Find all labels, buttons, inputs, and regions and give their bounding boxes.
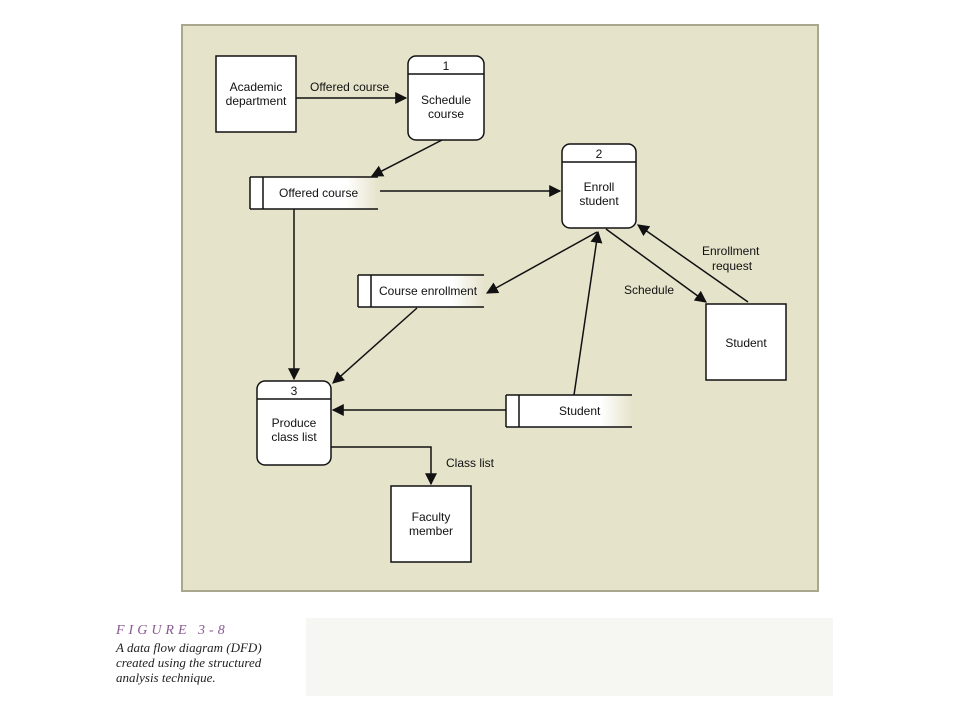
data-store-offered-course: Offered course xyxy=(249,176,378,210)
flow-label-request: request xyxy=(712,259,753,273)
flow-label-schedule: Schedule xyxy=(624,283,674,297)
process-produce-class-list: 3 Produce class list xyxy=(256,380,332,466)
external-entity-academic-department: Academic department xyxy=(215,55,297,133)
process-label-line1: Enroll xyxy=(584,180,615,194)
process-label-line1: Schedule xyxy=(421,93,471,107)
process-number: 3 xyxy=(291,384,298,398)
process-label-line2: course xyxy=(428,107,464,121)
external-entity-faculty-member: Faculty member xyxy=(390,485,472,563)
entity-label-line1: Academic xyxy=(230,80,283,94)
figure-caption: A data flow diagram (DFD) created using … xyxy=(116,640,262,685)
flow-student-to-enroll xyxy=(637,224,749,303)
process-enroll-student: 2 Enroll student xyxy=(561,143,637,229)
process-label-line2: class list xyxy=(271,430,317,444)
flow-label-enrollment: Enrollment xyxy=(702,244,760,258)
data-store-label: Offered course xyxy=(279,186,358,200)
flow-schedule-to-offered-store xyxy=(370,139,443,177)
entity-label-line2: member xyxy=(409,524,453,538)
process-number: 2 xyxy=(596,147,603,161)
external-entity-student: Student xyxy=(705,303,787,381)
process-number: 1 xyxy=(443,59,450,73)
flow-label-class-list: Class list xyxy=(446,456,495,470)
entity-label-line2: department xyxy=(226,94,287,108)
data-store-course-enrollment: Course enrollment xyxy=(357,274,484,308)
flow-label-offered-course: Offered course xyxy=(310,80,389,94)
flow-enroll-to-course-enrollment xyxy=(485,231,598,294)
flow-course-enrollment-to-produce xyxy=(332,307,418,384)
process-label-line1: Produce xyxy=(272,416,317,430)
flow-produce-to-faculty xyxy=(331,446,437,486)
process-label-line2: student xyxy=(579,194,619,208)
data-store-student: Student xyxy=(505,394,632,428)
flow-enroll-to-student xyxy=(605,228,707,303)
entity-label-line1: Faculty xyxy=(412,510,451,524)
flow-student-store-to-enroll xyxy=(573,230,603,396)
entity-label-line1: Student xyxy=(725,336,767,350)
data-store-label: Student xyxy=(559,404,601,418)
process-schedule-course: 1 Schedule course xyxy=(407,55,485,141)
figure-label: FIGURE 3-8 xyxy=(116,623,229,638)
data-store-label: Course enrollment xyxy=(379,284,478,298)
caption-panel xyxy=(306,618,833,696)
